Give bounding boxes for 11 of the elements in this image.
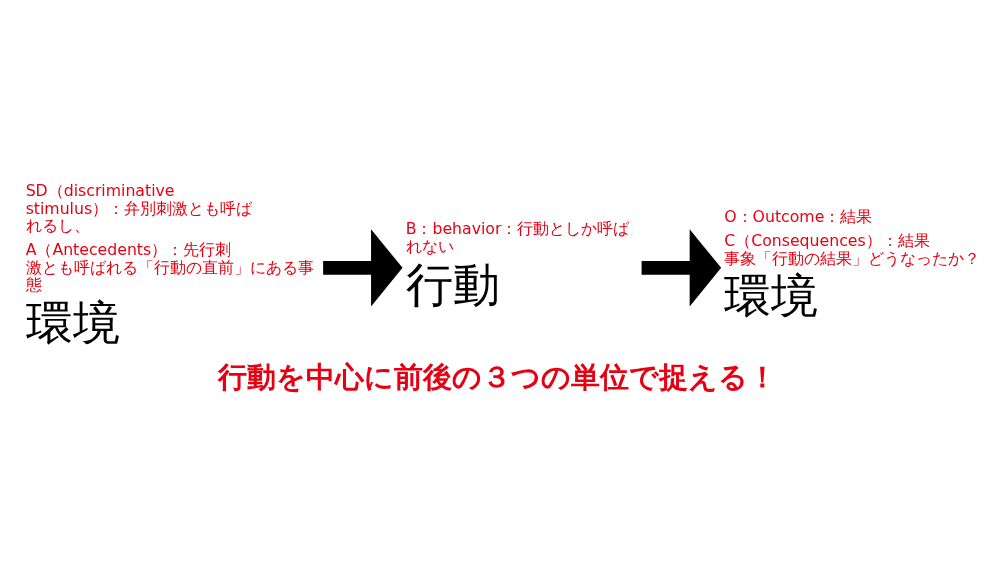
caption: 行動を中心に前後の３つの単位で捉える！ (217, 360, 777, 395)
node-text: 環境 (724, 268, 819, 324)
arrow (641, 229, 722, 307)
node-label: SD（discriminative stimulus）：弁別刺激とも呼ばれるし、 (25, 180, 253, 236)
node-label: O：Outcome：結果 (724, 207, 873, 227)
node-label: B：behavior：行動としか呼ばれない (405, 219, 630, 256)
node-text: 行動 (405, 256, 500, 312)
arrow (323, 229, 403, 307)
node-label: A（Antecedents）：先行刺激とも呼ばれる「行動の直前」にある事態 (25, 239, 314, 295)
node-label: C（Consequences）：結果事象「行動の結果」どうなったか？ (724, 231, 981, 268)
node-text: 環境 (25, 295, 120, 351)
